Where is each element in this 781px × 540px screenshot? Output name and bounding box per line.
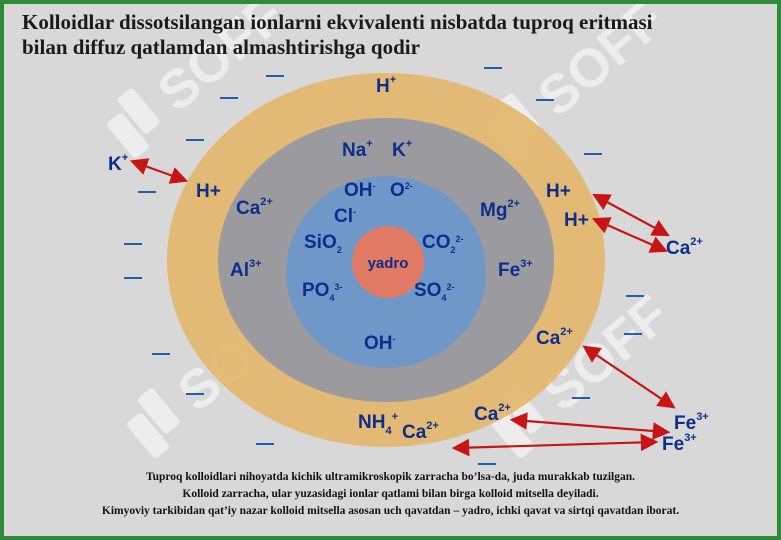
ion-h-right-ring2: H+	[564, 210, 589, 231]
ion-ca-ring-right: Ca2+	[536, 326, 573, 349]
caption-line-2: Kolloid zarracha, ular yuzasidagi ionlar…	[182, 488, 599, 500]
charge-dashes	[124, 67, 644, 465]
ion-h-right-ring1: H+	[546, 181, 571, 202]
arrow-h-ca-1	[592, 193, 670, 237]
ion-fe-ring: Fe3+	[498, 258, 533, 281]
arrow-ca-fe	[582, 345, 676, 409]
ion-fe-outside2: Fe3+	[662, 432, 697, 455]
caption-line-3: Kimyoviy tarkibidan qat’iy nazar kolloid…	[101, 505, 680, 517]
title-line-1: Kolloidlar dissotsilangan ionlarni ekviv…	[22, 10, 653, 34]
ion-h-left-ring: H+	[196, 181, 221, 202]
ion-po4: PO43-	[302, 280, 342, 303]
ion-nh4: NH4+	[358, 411, 398, 437]
ion-ca-bottom2: Ca2+	[474, 402, 511, 425]
ion-o2: O2-	[390, 180, 413, 201]
arrow-k-h	[129, 158, 189, 184]
ion-mg: Mg2+	[480, 198, 520, 221]
ion-na: Na+	[342, 138, 373, 161]
core-label: yadro	[368, 255, 409, 272]
core	[352, 226, 424, 298]
ion-fe-outside1: Fe3+	[674, 411, 709, 434]
ion-ca-bottom1: Ca2+	[402, 420, 439, 443]
ion-oh2: OH-	[364, 333, 396, 354]
exchange-arrows	[129, 158, 676, 457]
ion-co2: CO22-	[422, 232, 464, 255]
ion-ca-left: Ca2+	[236, 196, 273, 219]
ion-cl: Cl-	[334, 206, 356, 227]
ion-labels: H+ Na+ K+ OH- O2- Cl- SiO2 CO22- PO43- SO42- OH- Ca…	[108, 74, 709, 455]
slide: SOFF SOFF SOFF SOFF yadro	[4, 4, 777, 536]
slide-title: Kolloidlar dissotsilangan ionlarni ekviv…	[22, 10, 762, 60]
arrow-ca-fe-2	[509, 412, 671, 440]
arrow-h-ca-2	[591, 217, 669, 253]
ion-k-outside: K+	[108, 152, 128, 175]
ion-so4: SO42-	[414, 280, 454, 303]
ion-h-top: H+	[376, 74, 396, 97]
ion-k-inner: K+	[392, 138, 412, 161]
title-line-2: bilan diffuz qatlamdan almashtirishga qo…	[22, 35, 420, 59]
caption-line-1: Tuproq kolloidlari nihoyatda kichik ultr…	[146, 471, 635, 483]
arrow-ca-fe-3	[451, 433, 659, 457]
ion-al: Al3+	[230, 258, 262, 281]
micelle-diagram: SOFF SOFF SOFF SOFF yadro	[107, 4, 709, 465]
ion-ca-outside: Ca2+	[666, 236, 703, 259]
ion-oh1: OH-	[344, 180, 376, 201]
caption: Tuproq kolloidlari nihoyatda kichik ultr…	[4, 469, 777, 520]
ion-sio2: SiO2	[304, 232, 342, 255]
